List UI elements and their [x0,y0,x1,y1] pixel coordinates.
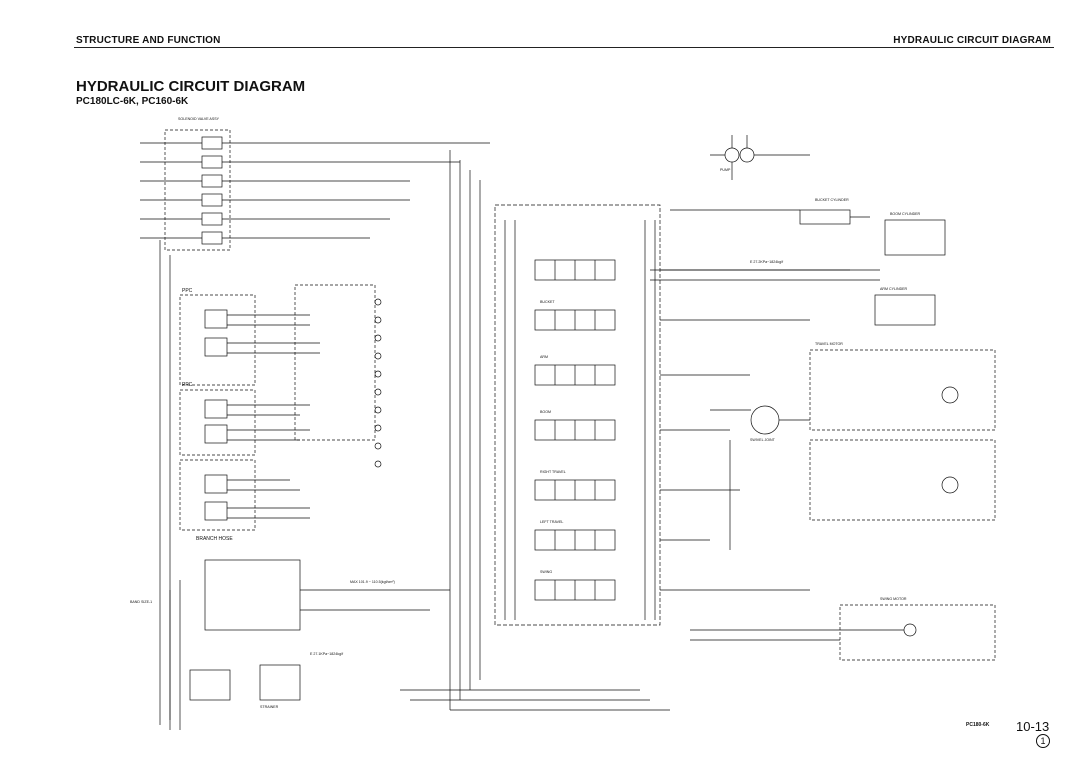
cylinders [650,209,946,326]
ppc-blocks [179,294,320,531]
lower-left-valves [169,559,450,730]
bucket-label: BUCKET [540,300,555,304]
edition-mark: 1 [1036,734,1050,748]
pressure-label-2: E 27.2KPa~1824kg/f [750,260,784,264]
max-pressure-label: MAX 101.9 ~ 110.5(kgf/cm²) [350,580,395,584]
solenoid-valve-assy [140,129,490,251]
branch-hose-label: BRANCH HOSE [196,536,233,542]
bucket-cylinder-label: BUCKET CYLINDER [815,198,849,202]
swing-label: SWING [540,570,553,574]
ppc-label: PPC [182,288,193,294]
arm-label: ARM [540,355,548,359]
boom-label: BOOM [540,410,551,414]
right-travel-label: RIGHT TRAVEL [540,470,566,474]
header-rule [74,47,1054,48]
pump-label: PUMP [720,168,731,172]
pressure-label-1: E 27.1KPa~1824kg/f [310,652,344,656]
travel-motor-label: TRAVEL MOTOR [815,342,843,346]
page-subtitle: PC180LC-6K, PC160-6K [76,96,189,107]
drain-lines [159,240,171,730]
solenoid-valve-label: SOLENOID VALVE ASSY [178,117,220,121]
swivel-joint-label: SWIVEL JOINT [750,438,775,442]
pressure-switch-box [294,284,376,441]
model-code: PC180-6K [966,722,990,728]
main-control-valve [494,204,661,626]
pilot-lines [449,150,481,710]
page-header-title: HYDRAULIC CIRCUIT DIAGRAM [893,35,1051,46]
strainer-label: STRAINER [260,705,279,709]
page-title: HYDRAULIC CIRCUIT DIAGRAM [76,78,306,95]
ppc-lower-label: PPC [182,382,193,388]
boom-cylinder-label: BOOM CYLINDER [890,212,921,216]
section-header: STRUCTURE AND FUNCTION [76,35,221,46]
arm-cylinder-label: ARM CYLINDER [880,287,908,291]
pressure-switch-circles [374,298,382,468]
band-size-label: BAND SIZE-1 [130,600,153,604]
swing-motor-label: SWING MOTOR [880,597,907,601]
circuit-drawing [140,129,996,730]
return-lines [400,689,670,711]
pump-assembly [710,135,810,180]
swing-motor-box [690,604,996,661]
left-travel-label: LEFT TRAVEL [540,520,564,524]
travel-motors [710,349,996,550]
page-number: 10-13 [1016,719,1050,734]
hydraulic-circuit-diagram: SOLENOID VALVE ASSY PPC PPC BRANCH HOSE … [110,110,1010,735]
